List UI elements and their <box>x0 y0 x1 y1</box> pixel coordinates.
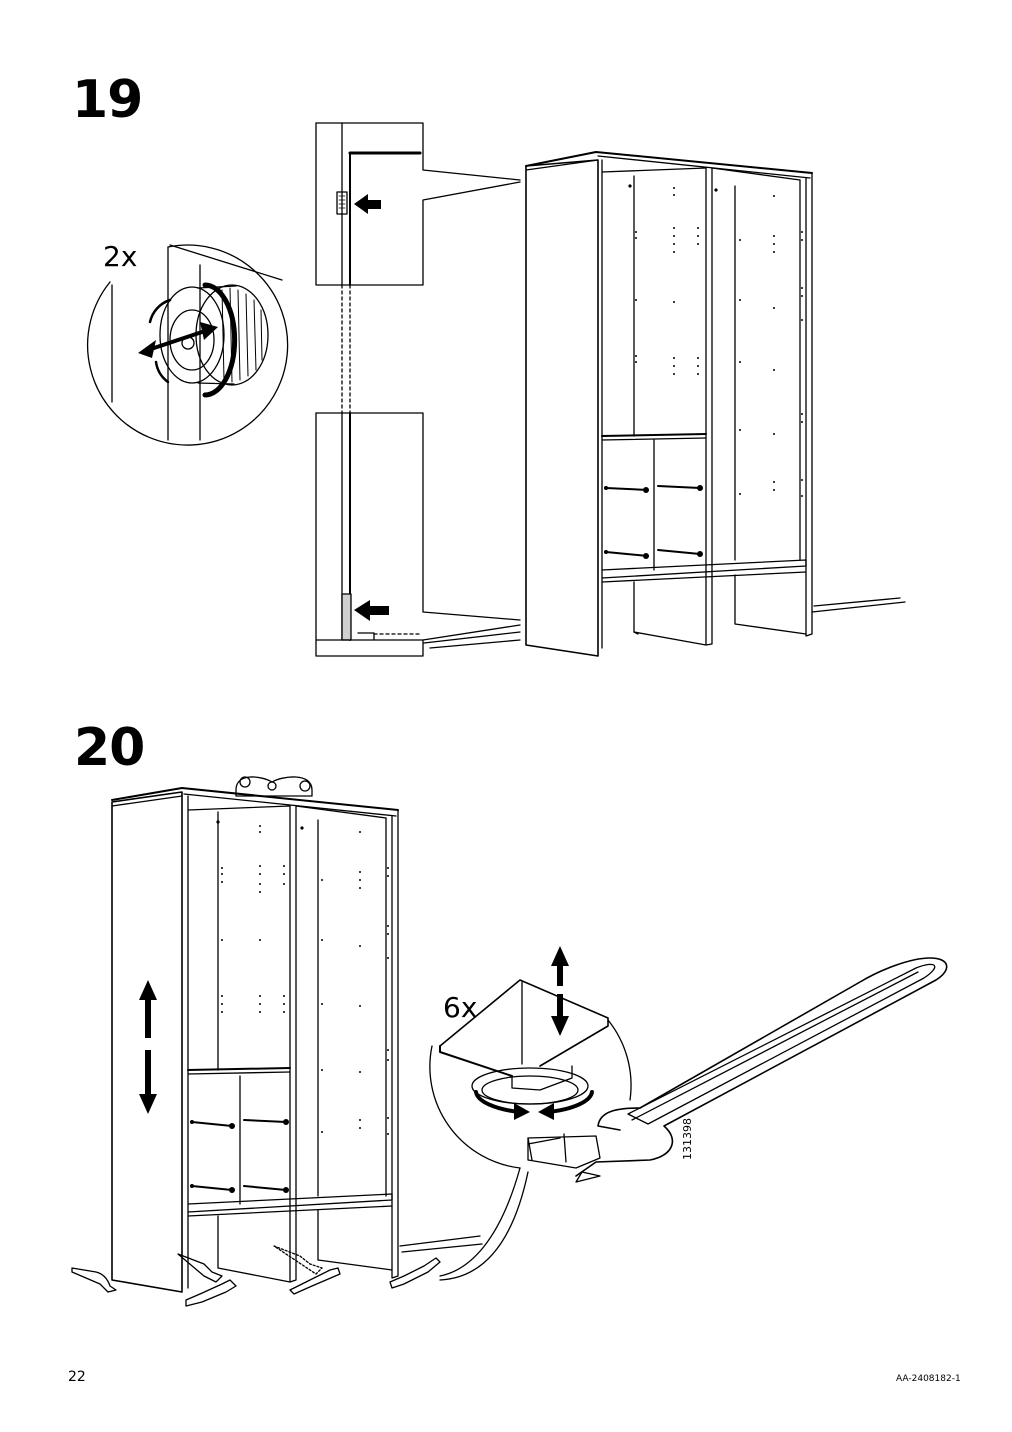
in-out-arrow <box>138 322 218 358</box>
wall-bracket <box>235 776 313 797</box>
turn-arrows <box>474 1090 594 1120</box>
step-19-quantity: 2x <box>103 240 138 273</box>
height-adjust-arrow <box>139 980 157 1114</box>
wardrobe-frame-20 <box>111 787 483 1293</box>
step-20-number: 20 <box>74 718 145 778</box>
vertical-adjust-arrow <box>551 946 569 1036</box>
adjustment-wrenches <box>71 1245 441 1307</box>
wardrobe-frame-19 <box>525 151 813 657</box>
step-20-quantity: 6x <box>443 991 478 1024</box>
document-id: AA-2408182-1 <box>896 1374 961 1384</box>
bottom-zoom-panel <box>315 412 521 657</box>
foot-detail-circle <box>429 979 632 1281</box>
page-number: 22 <box>68 1369 86 1385</box>
wrench <box>575 957 948 1183</box>
top-zoom-panel <box>315 122 521 286</box>
step-19-number: 19 <box>72 70 143 130</box>
